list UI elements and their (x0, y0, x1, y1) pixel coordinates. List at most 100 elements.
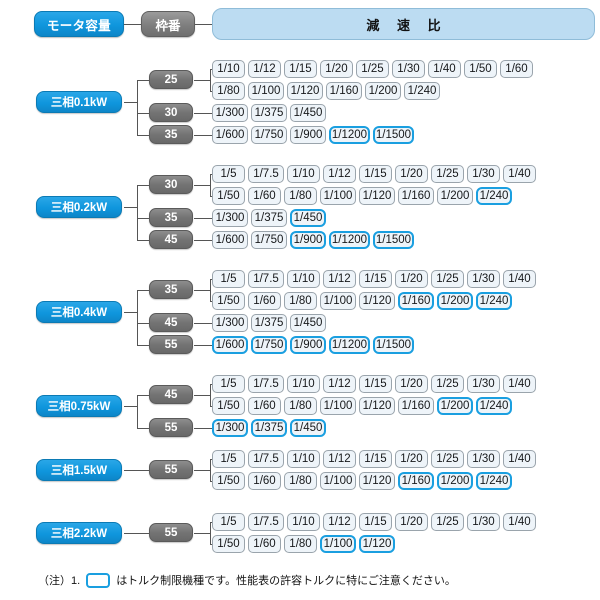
ratio-box-highlighted[interactable]: 1/240 (476, 187, 512, 205)
ratio-box[interactable]: 1/200 (437, 187, 473, 205)
ratio-box[interactable]: 1/12 (323, 513, 356, 531)
ratio-box[interactable]: 1/375 (251, 209, 287, 227)
ratio-box[interactable]: 1/12 (323, 165, 356, 183)
ratio-box-highlighted[interactable]: 1/600 (212, 336, 248, 354)
frame-number-pill[interactable]: 55 (149, 418, 193, 437)
ratio-box[interactable]: 1/5 (212, 270, 245, 288)
ratio-box[interactable]: 1/7.5 (248, 165, 284, 183)
frame-number-pill[interactable]: 30 (149, 103, 193, 122)
ratio-box[interactable]: 1/600 (212, 126, 248, 144)
ratio-box[interactable]: 1/40 (503, 375, 536, 393)
ratio-box[interactable]: 1/20 (395, 375, 428, 393)
ratio-box-highlighted[interactable]: 1/1500 (373, 231, 414, 249)
ratio-box[interactable]: 1/10 (287, 513, 320, 531)
ratio-box[interactable]: 1/160 (326, 82, 362, 100)
ratio-box[interactable]: 1/120 (359, 187, 395, 205)
ratio-box-highlighted[interactable]: 1/900 (290, 336, 326, 354)
ratio-box-highlighted[interactable]: 1/240 (476, 397, 512, 415)
frame-number-pill[interactable]: 45 (149, 313, 193, 332)
ratio-box[interactable]: 1/900 (290, 126, 326, 144)
ratio-box[interactable]: 1/80 (284, 535, 317, 553)
ratio-box[interactable]: 1/20 (395, 513, 428, 531)
ratio-box[interactable]: 1/80 (284, 292, 317, 310)
ratio-box[interactable]: 1/120 (359, 472, 395, 490)
ratio-box[interactable]: 1/15 (359, 270, 392, 288)
ratio-box[interactable]: 1/50 (212, 472, 245, 490)
frame-number-pill[interactable]: 35 (149, 208, 193, 227)
ratio-box[interactable]: 1/10 (287, 375, 320, 393)
ratio-box[interactable]: 1/10 (287, 165, 320, 183)
frame-number-pill[interactable]: 55 (149, 460, 193, 479)
ratio-box[interactable]: 1/12 (248, 60, 281, 78)
ratio-box-highlighted[interactable]: 1/1500 (373, 126, 414, 144)
ratio-box[interactable]: 1/60 (248, 472, 281, 490)
frame-number-pill[interactable]: 45 (149, 230, 193, 249)
motor-capacity-pill[interactable]: 三相0.2kW (36, 196, 122, 218)
ratio-box[interactable]: 1/15 (359, 513, 392, 531)
ratio-box[interactable]: 1/375 (251, 314, 287, 332)
ratio-box-highlighted[interactable]: 1/375 (251, 419, 287, 437)
ratio-box[interactable]: 1/120 (359, 292, 395, 310)
ratio-box[interactable]: 1/15 (359, 165, 392, 183)
ratio-box[interactable]: 1/200 (365, 82, 401, 100)
ratio-box[interactable]: 1/160 (398, 397, 434, 415)
ratio-box[interactable]: 1/60 (248, 187, 281, 205)
ratio-box[interactable]: 1/15 (359, 375, 392, 393)
ratio-box[interactable]: 1/40 (503, 165, 536, 183)
ratio-box[interactable]: 1/100 (320, 472, 356, 490)
ratio-box[interactable]: 1/40 (503, 450, 536, 468)
ratio-box[interactable]: 1/375 (251, 104, 287, 122)
ratio-box[interactable]: 1/7.5 (248, 375, 284, 393)
ratio-box[interactable]: 1/40 (503, 513, 536, 531)
ratio-box[interactable]: 1/30 (467, 375, 500, 393)
ratio-box[interactable]: 1/450 (290, 104, 326, 122)
ratio-box[interactable]: 1/5 (212, 375, 245, 393)
ratio-box[interactable]: 1/600 (212, 231, 248, 249)
ratio-box-highlighted[interactable]: 1/160 (398, 472, 434, 490)
ratio-box[interactable]: 1/20 (395, 270, 428, 288)
ratio-box[interactable]: 1/60 (248, 397, 281, 415)
ratio-box[interactable]: 1/40 (428, 60, 461, 78)
ratio-box[interactable]: 1/80 (284, 472, 317, 490)
ratio-box[interactable]: 1/50 (212, 292, 245, 310)
ratio-box[interactable]: 1/5 (212, 513, 245, 531)
ratio-box[interactable]: 1/120 (287, 82, 323, 100)
motor-capacity-pill[interactable]: 三相1.5kW (36, 459, 122, 481)
frame-number-pill[interactable]: 25 (149, 70, 193, 89)
motor-capacity-pill[interactable]: 三相0.1kW (36, 91, 122, 113)
ratio-box-highlighted[interactable]: 1/1500 (373, 336, 414, 354)
ratio-box[interactable]: 1/50 (212, 535, 245, 553)
ratio-box[interactable]: 1/7.5 (248, 513, 284, 531)
ratio-box[interactable]: 1/10 (212, 60, 245, 78)
ratio-box-highlighted[interactable]: 1/160 (398, 292, 434, 310)
frame-number-pill[interactable]: 35 (149, 280, 193, 299)
ratio-box-highlighted[interactable]: 1/1200 (329, 126, 370, 144)
ratio-box[interactable]: 1/10 (287, 450, 320, 468)
ratio-box-highlighted[interactable]: 1/900 (290, 231, 326, 249)
ratio-box[interactable]: 1/50 (212, 187, 245, 205)
motor-capacity-pill[interactable]: 三相2.2kW (36, 522, 122, 544)
ratio-box[interactable]: 1/60 (248, 292, 281, 310)
ratio-box[interactable]: 1/5 (212, 165, 245, 183)
ratio-box-highlighted[interactable]: 1/450 (290, 209, 326, 227)
frame-number-pill[interactable]: 45 (149, 385, 193, 404)
ratio-box[interactable]: 1/25 (431, 270, 464, 288)
ratio-box[interactable]: 1/160 (398, 187, 434, 205)
ratio-box[interactable]: 1/80 (284, 187, 317, 205)
ratio-box[interactable]: 1/100 (320, 397, 356, 415)
ratio-box-highlighted[interactable]: 1/240 (476, 292, 512, 310)
ratio-box-highlighted[interactable]: 1/450 (290, 419, 326, 437)
ratio-box[interactable]: 1/450 (290, 314, 326, 332)
ratio-box[interactable]: 1/100 (320, 292, 356, 310)
ratio-box[interactable]: 1/300 (212, 314, 248, 332)
ratio-box[interactable]: 1/40 (503, 270, 536, 288)
ratio-box[interactable]: 1/300 (212, 104, 248, 122)
ratio-box[interactable]: 1/750 (251, 231, 287, 249)
motor-capacity-pill[interactable]: 三相0.4kW (36, 301, 122, 323)
frame-number-pill[interactable]: 55 (149, 335, 193, 354)
ratio-box-highlighted[interactable]: 1/200 (437, 292, 473, 310)
ratio-box-highlighted[interactable]: 1/120 (359, 535, 395, 553)
ratio-box[interactable]: 1/30 (467, 270, 500, 288)
ratio-box[interactable]: 1/750 (251, 126, 287, 144)
frame-number-pill[interactable]: 55 (149, 523, 193, 542)
